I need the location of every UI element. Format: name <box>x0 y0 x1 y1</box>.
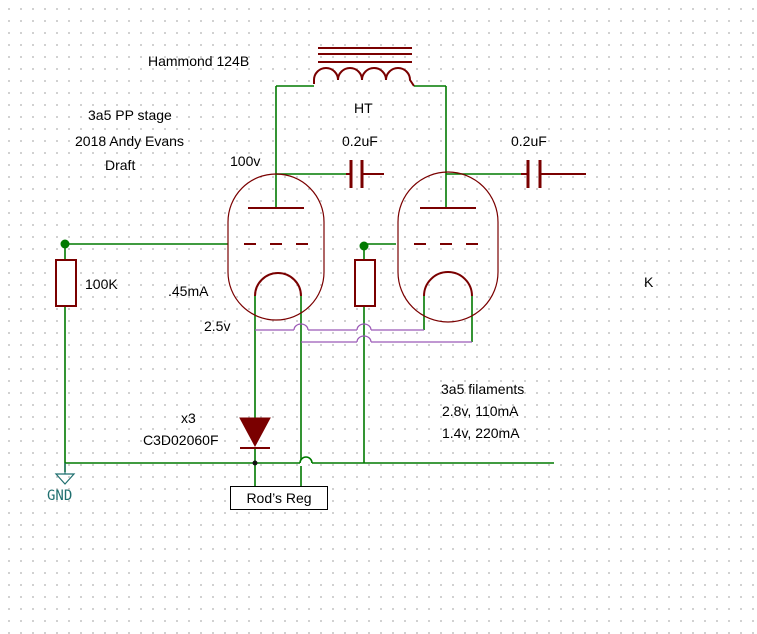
tube-left <box>227 173 325 321</box>
tube-right <box>397 171 499 323</box>
circuit-wires <box>64 85 554 486</box>
ht-label: HT <box>354 100 373 116</box>
resistor-label: 100K <box>85 276 118 292</box>
ground-label: GND <box>47 488 73 504</box>
resistor-grid-right <box>354 259 376 307</box>
k-label: K <box>644 274 654 290</box>
filaments-line2-label: 1.4v, 220mA <box>442 425 520 441</box>
transformer-symbol <box>313 47 415 87</box>
filament-wires <box>255 323 472 343</box>
status-label: Draft <box>105 157 136 173</box>
filaments-title-label: 3a5 filaments <box>441 381 525 397</box>
regulator-box: Rod’s Reg <box>230 486 328 510</box>
plate-voltage-label: 100v <box>230 153 261 169</box>
diode-part-label: C3D02060F <box>143 432 219 448</box>
title-label: 3a5 PP stage <box>88 107 172 123</box>
current-label: .45mA <box>168 283 209 299</box>
filaments-line1-label: 2.8v, 110mA <box>442 403 519 419</box>
resistor-100k <box>55 259 77 307</box>
capacitor-right-label: 0.2uF <box>511 133 547 149</box>
diode-count-label: x3 <box>181 410 196 426</box>
capacitor-right <box>521 160 586 188</box>
ground-symbol <box>54 463 76 485</box>
transformer-label: Hammond 124B <box>148 53 250 69</box>
junction-dots <box>60 239 369 466</box>
capacitor-left-label: 0.2uF <box>342 133 378 149</box>
capacitor-left <box>346 160 384 188</box>
bias-voltage-label: 2.5v <box>204 318 231 334</box>
author-label: 2018 Andy Evans <box>75 133 184 149</box>
diode-symbol <box>239 417 271 449</box>
